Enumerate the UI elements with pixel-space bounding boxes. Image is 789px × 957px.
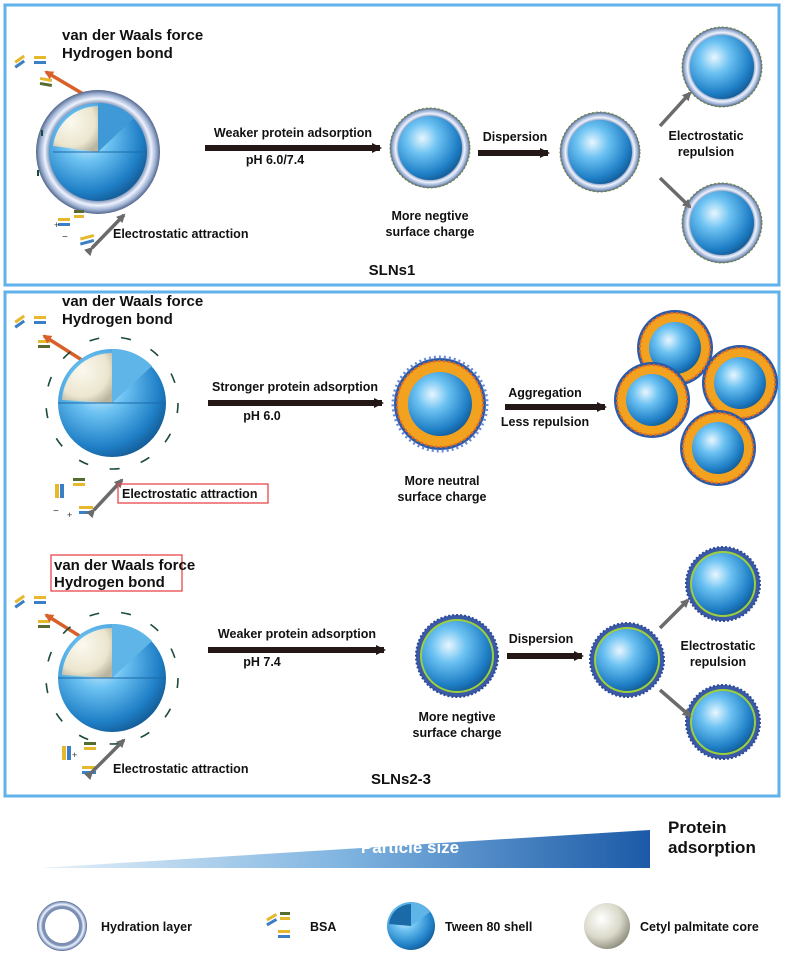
large-particle-shell bbox=[45, 336, 179, 470]
panel2b-caption-line1: More negtive bbox=[418, 710, 495, 724]
panel2b-bond-line2: Hydrogen bond bbox=[54, 574, 165, 591]
hydration-layer-icon bbox=[37, 901, 87, 951]
panel1-repulsion-line1: Electrostatic bbox=[668, 129, 743, 143]
large-particle-shell bbox=[45, 611, 179, 745]
panel2a-bond-line2: Hydrogen bond bbox=[62, 311, 173, 328]
panel2a-arrow1-top: Stronger protein adsorption bbox=[212, 380, 378, 394]
tween-coated-particle bbox=[589, 622, 665, 698]
legend-tween: Tween 80 shell bbox=[445, 920, 532, 934]
svg-text:−: − bbox=[62, 232, 68, 243]
panel2b-arrow1-top: Weaker protein adsorption bbox=[218, 627, 376, 641]
bsa-cluster-icon: − + bbox=[53, 478, 93, 520]
repulsion-arrow bbox=[658, 91, 692, 128]
panel1-arrow1-bottom: pH 6.0/7.4 bbox=[246, 153, 304, 167]
legend-hydration: Hydration layer bbox=[101, 920, 192, 934]
panel1-bond-line1: van der Waals force bbox=[62, 27, 203, 44]
svg-text:−: − bbox=[53, 506, 59, 517]
panel2b-repulsion-line1: Electrostatic bbox=[680, 639, 755, 653]
hydrated-particle bbox=[681, 182, 763, 264]
bsa-cluster-icon bbox=[14, 594, 50, 628]
svg-text:+: + bbox=[67, 510, 72, 520]
panel2b-caption-line2: surface charge bbox=[413, 726, 502, 740]
attraction-arrow bbox=[85, 478, 124, 519]
panel1-bond-line2: Hydrogen bond bbox=[62, 45, 173, 62]
protein-coated-particle bbox=[391, 355, 489, 453]
repulsion-arrow bbox=[658, 688, 692, 718]
tween-coated-particle bbox=[685, 684, 761, 760]
panel1-caption-line1: More negtive bbox=[391, 209, 468, 223]
attraction-arrow bbox=[83, 738, 126, 781]
particle-size-wedge bbox=[40, 830, 650, 868]
protein-coated-particle bbox=[702, 345, 778, 421]
panel1-arrow2: Dispersion bbox=[483, 130, 548, 144]
panel2a-arrow2-bottom: Less repulsion bbox=[501, 415, 589, 429]
bsa-cluster-icon bbox=[14, 314, 50, 348]
bsa-cluster-icon: + bbox=[62, 742, 96, 774]
panel2a-caption-line1: More neutral bbox=[404, 474, 479, 488]
legend: Hydration layer BSA Tween 80 shell Cetyl… bbox=[37, 901, 759, 951]
hydrated-particle bbox=[389, 107, 471, 189]
panel2b-attraction: Electrostatic attraction bbox=[113, 762, 248, 776]
trend-scale: Particle size Protein adsorption bbox=[40, 818, 756, 868]
panel2b-repulsion-line2: repulsion bbox=[690, 655, 746, 669]
panel2a-bond-line1: van der Waals force bbox=[62, 293, 203, 310]
tween-coated-particle bbox=[415, 614, 499, 698]
panel-slns1: van der Waals force Hydrogen bond + − El… bbox=[3, 3, 781, 287]
panel2a-arrow1-bottom: pH 6.0 bbox=[243, 409, 281, 423]
hydrated-particle bbox=[681, 26, 763, 108]
panel1-arrow1-top: Weaker protein adsorption bbox=[214, 126, 372, 140]
panel2a-caption-line2: surface charge bbox=[398, 490, 487, 504]
protein-adsorption-line1: Protein bbox=[668, 818, 727, 837]
tween-coated-particle bbox=[685, 546, 761, 622]
bsa-cluster-icon bbox=[14, 54, 53, 88]
panel1-caption-line2: surface charge bbox=[386, 225, 475, 239]
large-particle-hydrated bbox=[36, 90, 160, 214]
protein-coated-particle bbox=[680, 410, 756, 486]
panel2b-arrow2: Dispersion bbox=[509, 632, 574, 646]
protein-adsorption-line2: adsorption bbox=[668, 838, 756, 857]
repulsion-arrow bbox=[658, 176, 692, 209]
legend-core: Cetyl palmitate core bbox=[640, 920, 759, 934]
callout-box bbox=[117, 483, 269, 504]
tween-shell-icon bbox=[387, 902, 435, 950]
protein-coated-particle bbox=[614, 362, 690, 438]
orange-arrow bbox=[42, 334, 86, 364]
panel2b-title: SLNs2-3 bbox=[371, 771, 431, 788]
svg-text:+: + bbox=[54, 220, 59, 230]
panel1-border bbox=[3, 3, 781, 287]
panel-slns2-3: van der Waals force Hydrogen bond − + El… bbox=[3, 290, 781, 798]
panel2-border bbox=[3, 290, 781, 798]
panel2b-bond-line1: van der Waals force bbox=[54, 557, 195, 574]
hydrated-particle bbox=[559, 111, 641, 193]
aggregated-particles bbox=[614, 310, 778, 486]
bsa-cluster-icon: + − bbox=[54, 210, 95, 246]
panel2a-attraction: Electrostatic attraction bbox=[122, 487, 257, 501]
bsa-icon bbox=[266, 912, 290, 938]
repulsion-arrow bbox=[658, 598, 690, 630]
svg-text:+: + bbox=[72, 750, 77, 760]
legend-bsa: BSA bbox=[310, 920, 336, 934]
particle-size-label: Particle size bbox=[361, 838, 459, 857]
panel1-attraction: Electrostatic attraction bbox=[113, 227, 248, 241]
panel2b-arrow1-bottom: pH 7.4 bbox=[243, 655, 281, 669]
panel2a-arrow2-top: Aggregation bbox=[508, 386, 582, 400]
panel1-repulsion-line2: repulsion bbox=[678, 145, 734, 159]
attraction-arrow bbox=[83, 213, 126, 257]
panel1-title: SLNs1 bbox=[369, 262, 416, 279]
callout-box bbox=[50, 554, 183, 592]
cetyl-core-icon bbox=[584, 903, 630, 949]
